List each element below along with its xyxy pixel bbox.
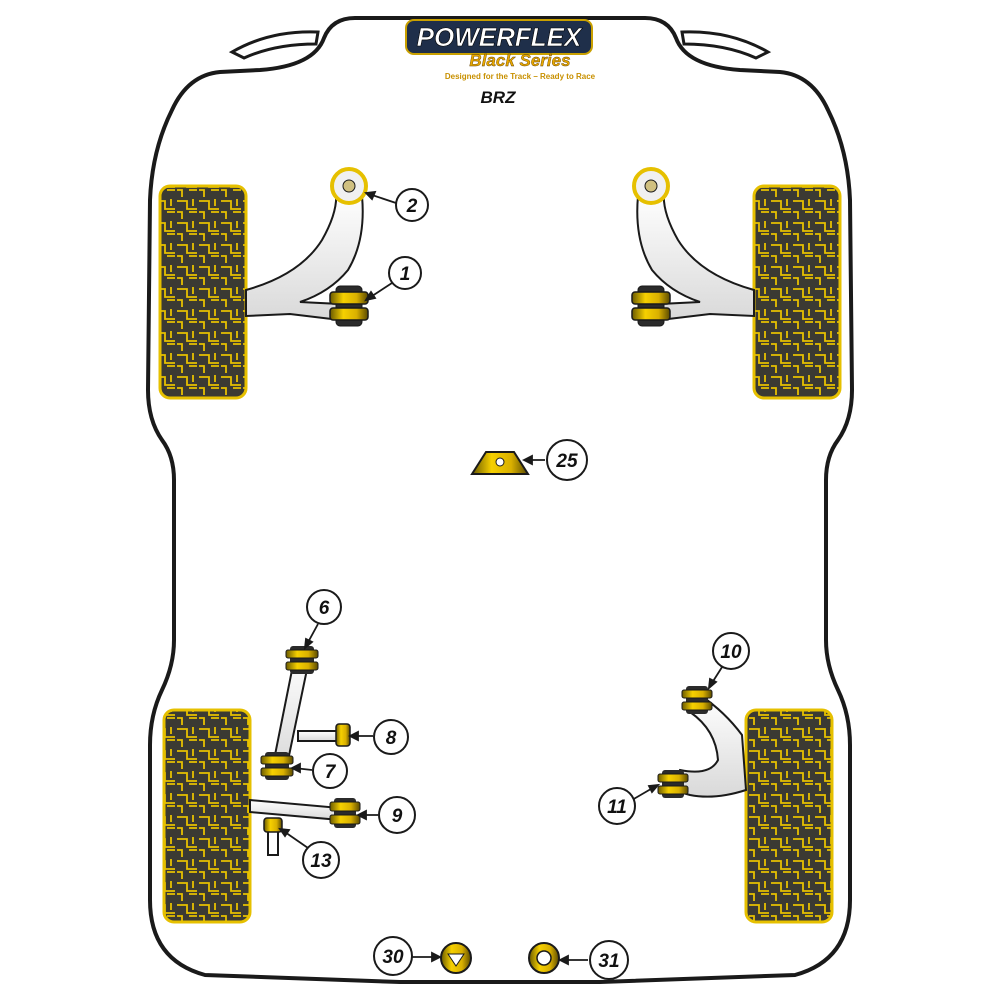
- bush-6: [285, 646, 319, 674]
- callout-label: 9: [392, 806, 403, 827]
- callout-7: 7: [312, 753, 348, 789]
- bush-2-mirror: [632, 167, 670, 205]
- bush-1-mirror: [631, 285, 671, 327]
- callout-label: 10: [720, 642, 742, 663]
- callout-label: 13: [310, 851, 332, 872]
- rear-left-tyre: [162, 708, 252, 924]
- bush-8: [335, 723, 351, 747]
- brand-name: POWERFLEX: [417, 22, 583, 52]
- callout-30: 30: [373, 936, 413, 976]
- callout-9: 9: [378, 796, 416, 834]
- powerflex-logo: POWERFLEX Black Series Designed for the …: [405, 19, 596, 81]
- bush-1-front-wishbone-front: [329, 285, 369, 327]
- callout-label: 30: [382, 947, 404, 968]
- front-right-lower-arm: [636, 190, 755, 322]
- callout-label: 7: [325, 762, 337, 783]
- bush-7: [260, 752, 294, 780]
- callout-label: 11: [607, 797, 627, 818]
- right-mirror-shape: [680, 30, 772, 60]
- callout-label: 8: [386, 728, 397, 749]
- brand-tagline: Designed for the Track – Ready to Race: [445, 72, 596, 81]
- callout-6: 6: [306, 589, 342, 625]
- bush-25-gearbox-mount: [470, 451, 530, 475]
- callout-label: 2: [406, 196, 418, 217]
- callout-2: 2: [395, 188, 429, 222]
- callout-31: 31: [589, 940, 629, 980]
- rear-right-tyre: [744, 708, 834, 924]
- callout-label: 25: [555, 451, 578, 472]
- callout-label: 6: [319, 598, 330, 619]
- callout-leaders: [278, 190, 725, 966]
- bush-2-front-wishbone-rear: [330, 167, 368, 205]
- brand-series: Black Series: [469, 51, 570, 70]
- callout-11: 11: [598, 787, 636, 825]
- callout-10: 10: [712, 632, 750, 670]
- bush-13: [263, 817, 283, 833]
- callout-25: 25: [546, 439, 588, 481]
- bush-30: [440, 942, 472, 974]
- bush-31: [528, 942, 560, 974]
- callout-1: 1: [388, 256, 422, 290]
- left-mirror-shape: [228, 30, 320, 60]
- front-right-tyre: [752, 184, 842, 400]
- rear-left-toe-link: [297, 730, 341, 742]
- callout-label: 1: [400, 264, 411, 285]
- front-left-lower-arm: [245, 190, 364, 322]
- bush-11: [657, 770, 689, 798]
- model-label: BRZ: [481, 88, 517, 107]
- bush-10: [681, 686, 713, 714]
- callout-8: 8: [373, 719, 409, 755]
- front-left-tyre: [158, 184, 248, 400]
- bush-9: [329, 798, 361, 828]
- callout-label: 31: [598, 951, 619, 972]
- callout-13: 13: [302, 841, 340, 879]
